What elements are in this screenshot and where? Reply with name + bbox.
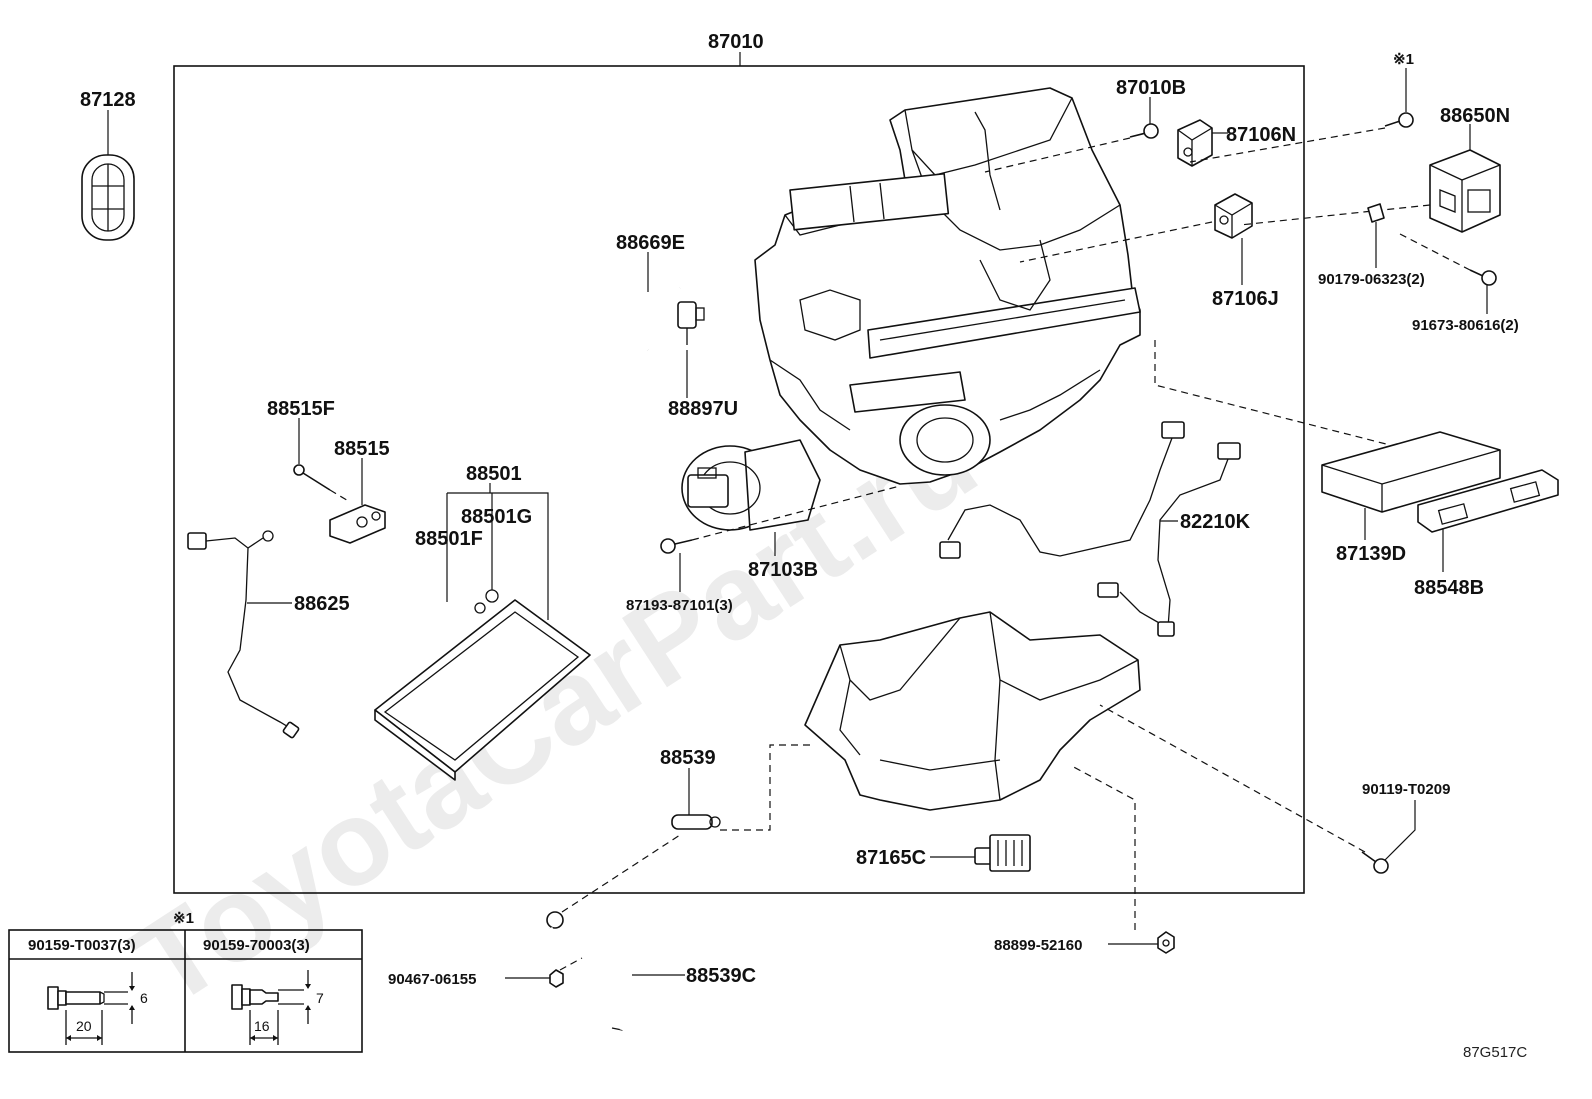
part-88501G-drawing[interactable] (485, 589, 499, 603)
label-88539: 88539 (660, 747, 716, 769)
label-88539C: 88539C (686, 965, 756, 987)
bolt-table-note-mark: ※1 (173, 910, 194, 927)
label-87128: 87128 (80, 89, 136, 111)
part-87106N-drawing[interactable] (1177, 119, 1213, 167)
label-91673: 91673-80616(2) (1412, 317, 1519, 334)
label-88625: 88625 (294, 593, 350, 615)
label-87106N: 87106N (1226, 124, 1296, 146)
label-87103B: 87103B (748, 559, 818, 581)
part-88501-drawing[interactable] (374, 599, 591, 781)
part-90119-drawing[interactable] (1361, 851, 1389, 874)
bolt-table: ※1 90159-T0037(3) 90159-70003(3) 20 6 (8, 910, 363, 1053)
lower-case-drawing[interactable] (804, 611, 1141, 811)
part-87103B-drawing[interactable] (681, 439, 821, 531)
label-88548B: 88548B (1414, 577, 1484, 599)
bolt-1-diameter: 6 (140, 990, 148, 1006)
label-88899: 88899-52160 (994, 937, 1082, 954)
label-88501F: 88501F (415, 528, 483, 550)
label-88501: 88501 (466, 463, 522, 485)
label-88897U: 88897U (668, 398, 738, 420)
part-88650N-drawing[interactable] (1429, 149, 1501, 233)
part-88539-drawing[interactable] (671, 814, 721, 830)
label-87139D: 87139D (1336, 543, 1406, 565)
part-88897U-drawing[interactable] (677, 301, 705, 345)
part-88501F-drawing[interactable] (474, 602, 486, 614)
assembly-frame (173, 65, 1305, 894)
bolt-1-length: 20 (76, 1018, 92, 1034)
bolt-table-col2-header: 90159-70003(3) (203, 937, 310, 954)
illustration-code: 87G517C (1463, 1044, 1527, 1061)
bolt-2-length: 16 (254, 1018, 270, 1034)
hvac-housing-drawing[interactable] (754, 87, 1141, 485)
part-91673-drawing[interactable] (1469, 269, 1497, 286)
part-88548B-drawing[interactable] (1417, 469, 1559, 533)
bolt-2-diameter: 7 (316, 990, 324, 1006)
part-90467-drawing[interactable] (549, 969, 564, 988)
label-88669E: 88669E (616, 232, 685, 254)
part-82210K-drawing[interactable] (939, 421, 1241, 637)
label-88501G: 88501G (461, 506, 532, 528)
label-87010B: 87010B (1116, 77, 1186, 99)
label-88515F: 88515F (267, 398, 335, 420)
label-87193: 87193-87101(3) (626, 597, 733, 614)
part-88625-drawing[interactable] (187, 530, 300, 739)
part-87128-drawing[interactable] (81, 154, 135, 241)
label-87010: 87010 (708, 31, 764, 53)
label-87106J: 87106J (1212, 288, 1279, 310)
part-87010B-drawing[interactable] (1129, 123, 1159, 139)
part-88899-drawing[interactable] (1157, 931, 1175, 954)
bolt-2-drawing (231, 970, 311, 1045)
part-87139D-drawing[interactable] (1321, 431, 1501, 513)
part-88539C-drawing[interactable] (546, 911, 635, 1031)
label-88650N: 88650N (1440, 105, 1510, 127)
label-82210K: 82210K (1180, 511, 1251, 533)
part-87165C-drawing[interactable] (974, 834, 1031, 872)
bolt-1-drawing (47, 972, 135, 1045)
part-90179-drawing[interactable] (1367, 203, 1385, 223)
part-88669E-drawing[interactable] (636, 285, 681, 352)
label-90179: 90179-06323(2) (1318, 271, 1425, 288)
label-87165C: 87165C (856, 847, 926, 869)
part-88515F-drawing[interactable] (293, 464, 331, 491)
part-87193-drawing[interactable] (660, 538, 693, 554)
screw-note1-drawing[interactable] (1384, 112, 1414, 128)
bolt-table-col1-header: 90159-T0037(3) (28, 937, 136, 954)
part-88515-drawing[interactable] (329, 504, 386, 544)
part-87106J-drawing[interactable] (1214, 193, 1253, 239)
note-mark-top: ※1 (1393, 51, 1414, 68)
label-88515: 88515 (334, 438, 390, 460)
label-90119: 90119-T0209 (1362, 781, 1450, 798)
label-90467: 90467-06155 (388, 971, 476, 988)
